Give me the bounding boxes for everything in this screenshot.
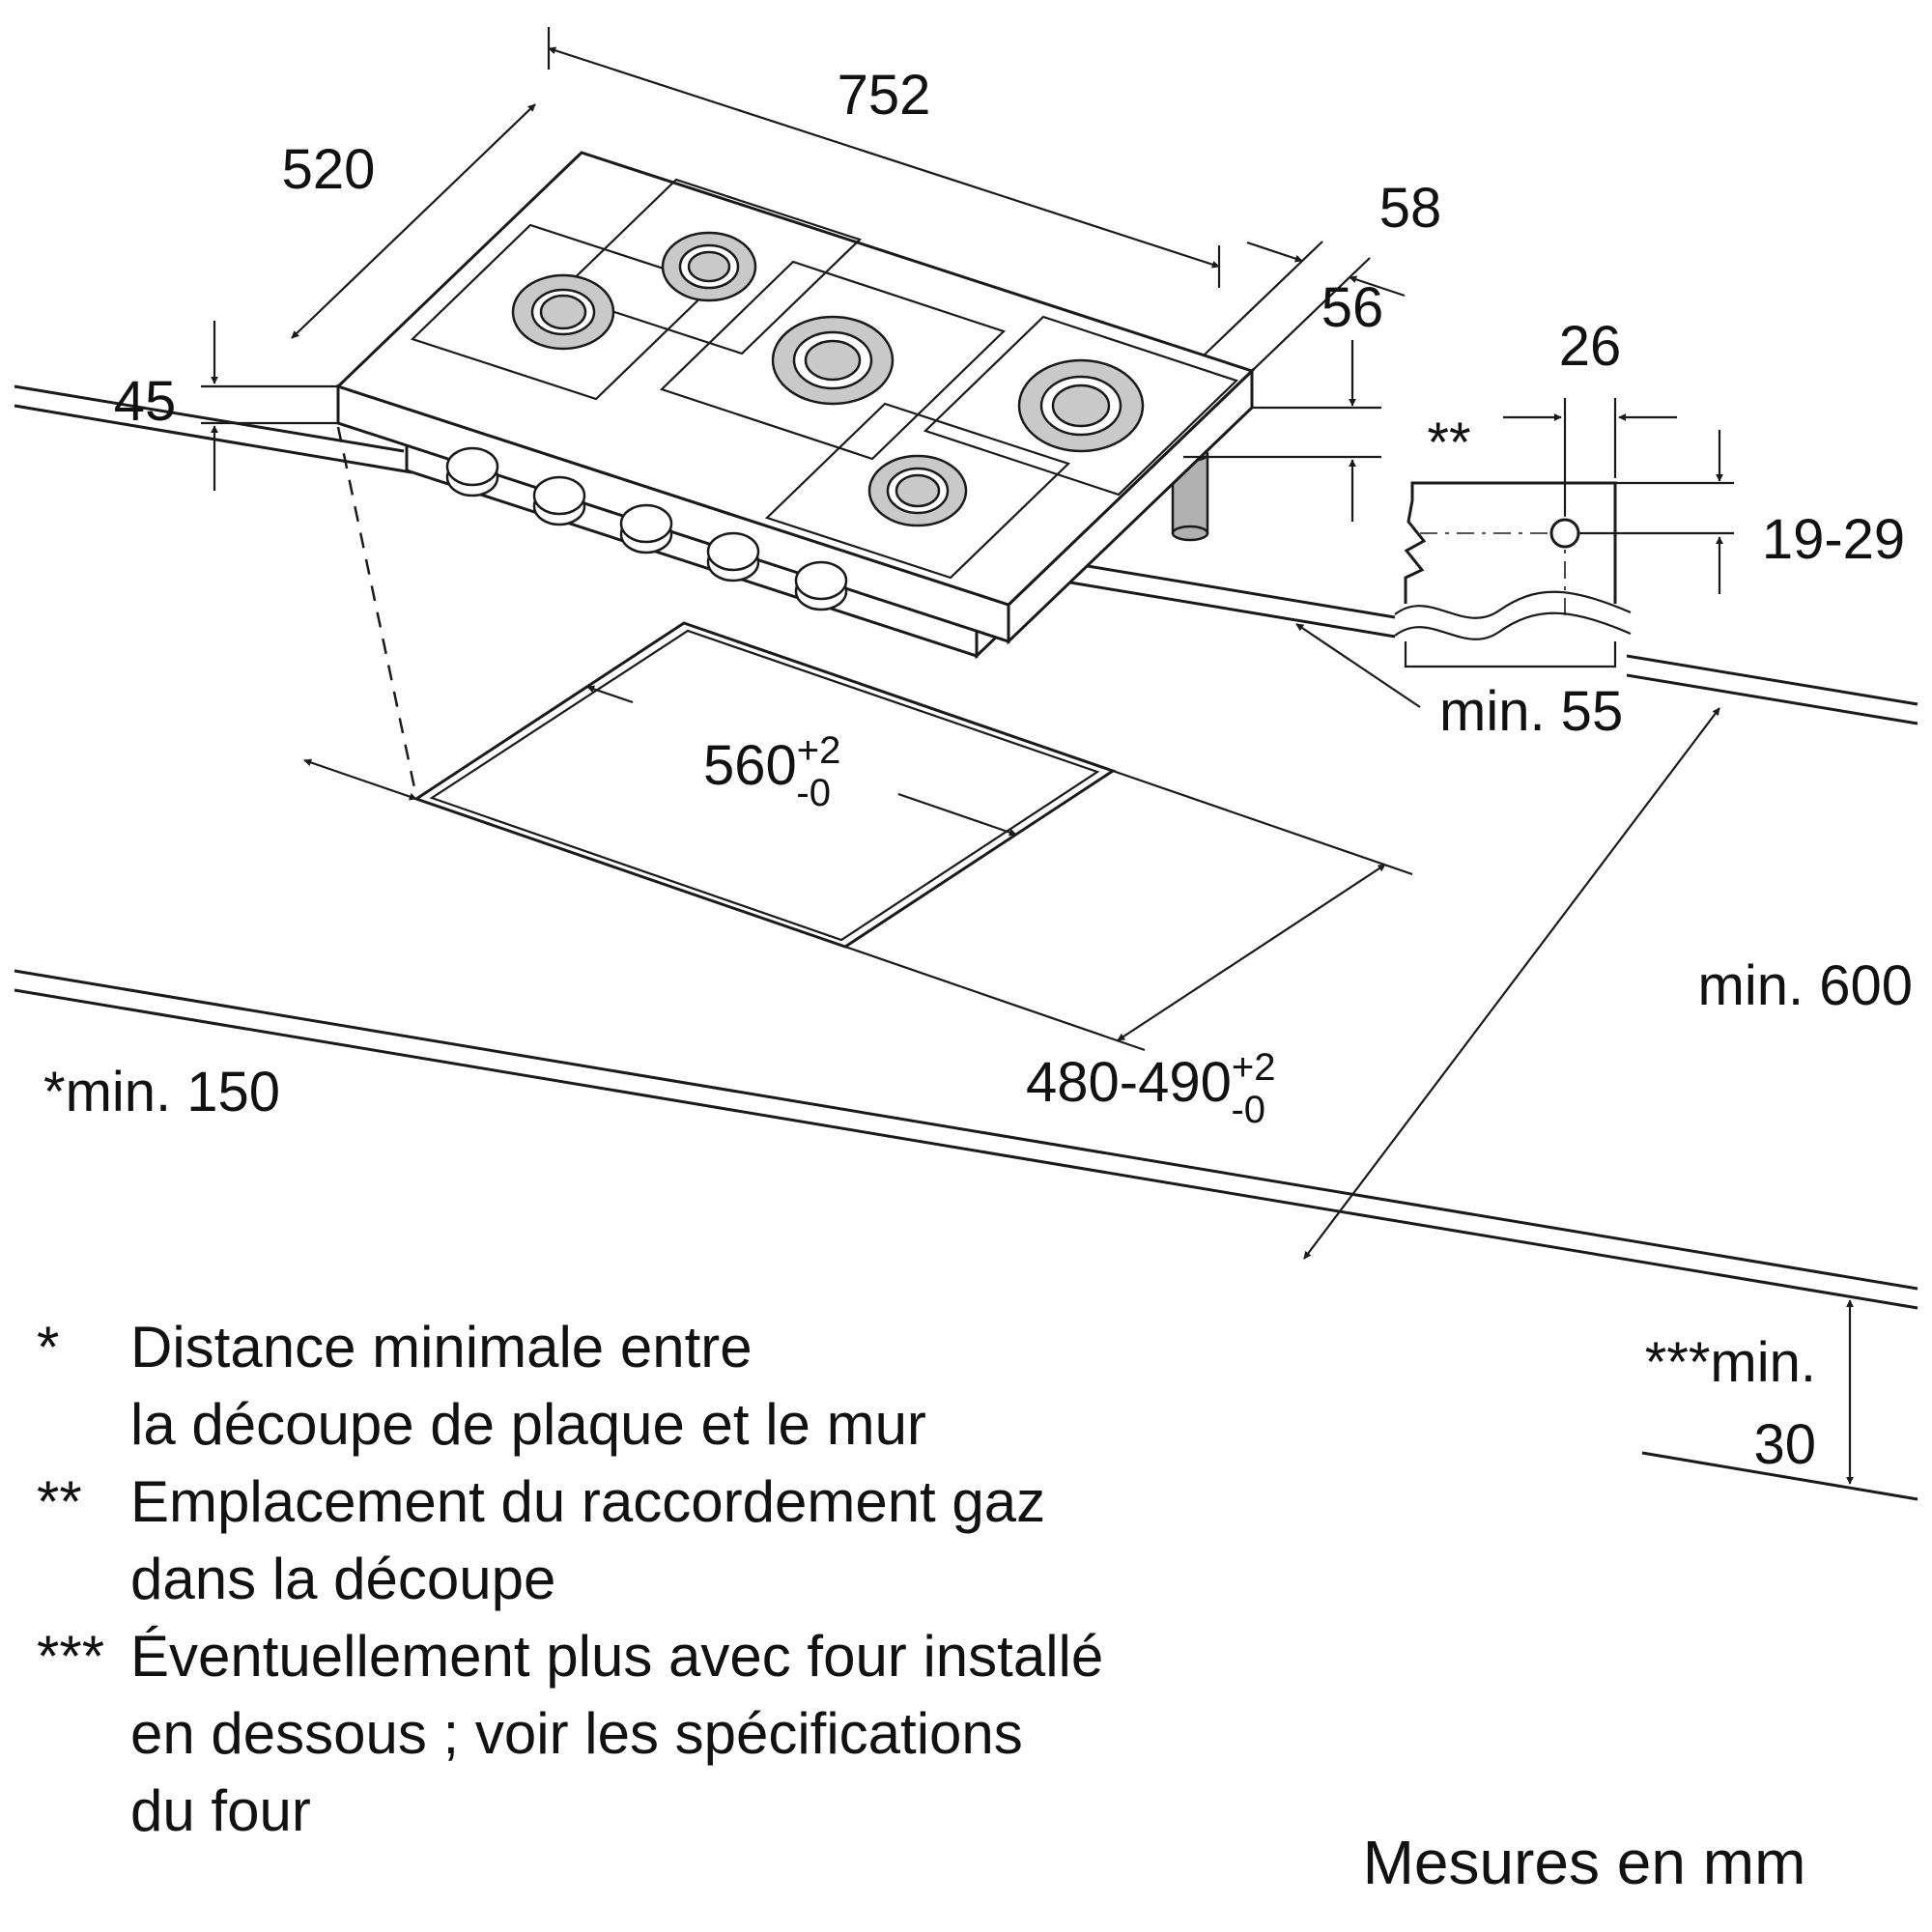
hob-width-label: 752 [838, 64, 931, 127]
dim-gas-range-19-29: 19-29 [1578, 430, 1905, 594]
dim-cutout-480-490: 480-490+2-0 [844, 769, 1413, 1131]
burner-back-left [661, 231, 757, 302]
knob [794, 560, 848, 611]
footnotes: * Distance minimale entre la découpe de … [37, 1315, 1103, 1843]
burner-center [771, 315, 895, 406]
burner-left [511, 273, 615, 351]
counter-front-edge [14, 969, 1918, 1310]
dim-edge-58: 58 [1204, 177, 1442, 372]
footnote-line: du four [130, 1778, 311, 1843]
hob-edge-gap-label: 58 [1379, 177, 1442, 240]
dim-cutout-560: 560+2-0 [586, 685, 1017, 837]
footnote-marker: *** [37, 1624, 104, 1689]
clearance-below-min30: ***min. 30 [1645, 1299, 1854, 1485]
burner-right [1017, 358, 1145, 453]
knob [619, 503, 673, 554]
gas-hob [335, 151, 1255, 660]
knob [532, 475, 586, 526]
edge-section-detail: 26 ** 19-29 [1394, 315, 1905, 668]
hob-tub-depth-label: 56 [1321, 276, 1384, 339]
footnote-line: en dessous ; voir les spécifications [130, 1701, 1023, 1766]
dim-tub-56: 56 [1183, 276, 1383, 522]
clearance-side-min150: *min. 150 [43, 758, 417, 1123]
section-body [1404, 481, 1617, 604]
footnote-marker: * [37, 1315, 59, 1379]
counter-back-edge [14, 384, 1918, 725]
footnote-line: la découpe de plaque et le mur [130, 1392, 926, 1457]
dim-height-45: 45 [114, 321, 338, 491]
clearance-rear-min55: min. 55 [1295, 623, 1623, 743]
cutout-depth-label: 480-490+2-0 [1026, 1046, 1275, 1131]
section-break-lines [1394, 590, 1632, 640]
clearance-side-label: *min. 150 [43, 1061, 280, 1123]
clearance-below-label: ***min. [1645, 1331, 1816, 1394]
clearance-front-min600: min. 600 [1303, 707, 1913, 1260]
footnote-line: Distance minimale entre [130, 1315, 753, 1379]
footnote-line: Emplacement du raccordement gaz [130, 1469, 1045, 1534]
gas-vertical-range-label: 19-29 [1762, 508, 1905, 571]
dim-depth-520: 520 [282, 103, 536, 339]
footnote-marker: ** [37, 1469, 82, 1534]
control-knobs [445, 446, 848, 611]
knob [445, 446, 499, 497]
units-footer: Mesures en mm [1363, 1828, 1806, 1897]
gas-connection-hole [1549, 518, 1580, 549]
gas-offset-label: 26 [1559, 315, 1622, 378]
dim-gas-26: 26 ** [1427, 315, 1677, 516]
footnote-line: dans la découpe [130, 1547, 555, 1611]
footnote-line: Éventuellement plus avec four installé [130, 1624, 1103, 1689]
hob-height-label: 45 [114, 370, 177, 433]
pan-supports [410, 178, 1239, 580]
burner-front-center [867, 454, 968, 527]
hob-depth-label: 520 [282, 138, 376, 201]
clearance-below-value: 30 [1753, 1413, 1816, 1476]
clearance-front-label: min. 600 [1698, 954, 1913, 1017]
clearance-rear-label: min. 55 [1439, 680, 1623, 743]
knob [706, 531, 760, 582]
cutout-inner [429, 629, 1100, 942]
alignment-dashed-line [336, 426, 418, 798]
gas-note-marker: ** [1427, 412, 1470, 474]
section-lower-stub [1404, 641, 1617, 668]
cutout-width-label: 560+2-0 [703, 729, 840, 814]
dim-width-752: 752 [547, 27, 1221, 288]
clearance-below-line [1641, 1451, 1918, 1501]
